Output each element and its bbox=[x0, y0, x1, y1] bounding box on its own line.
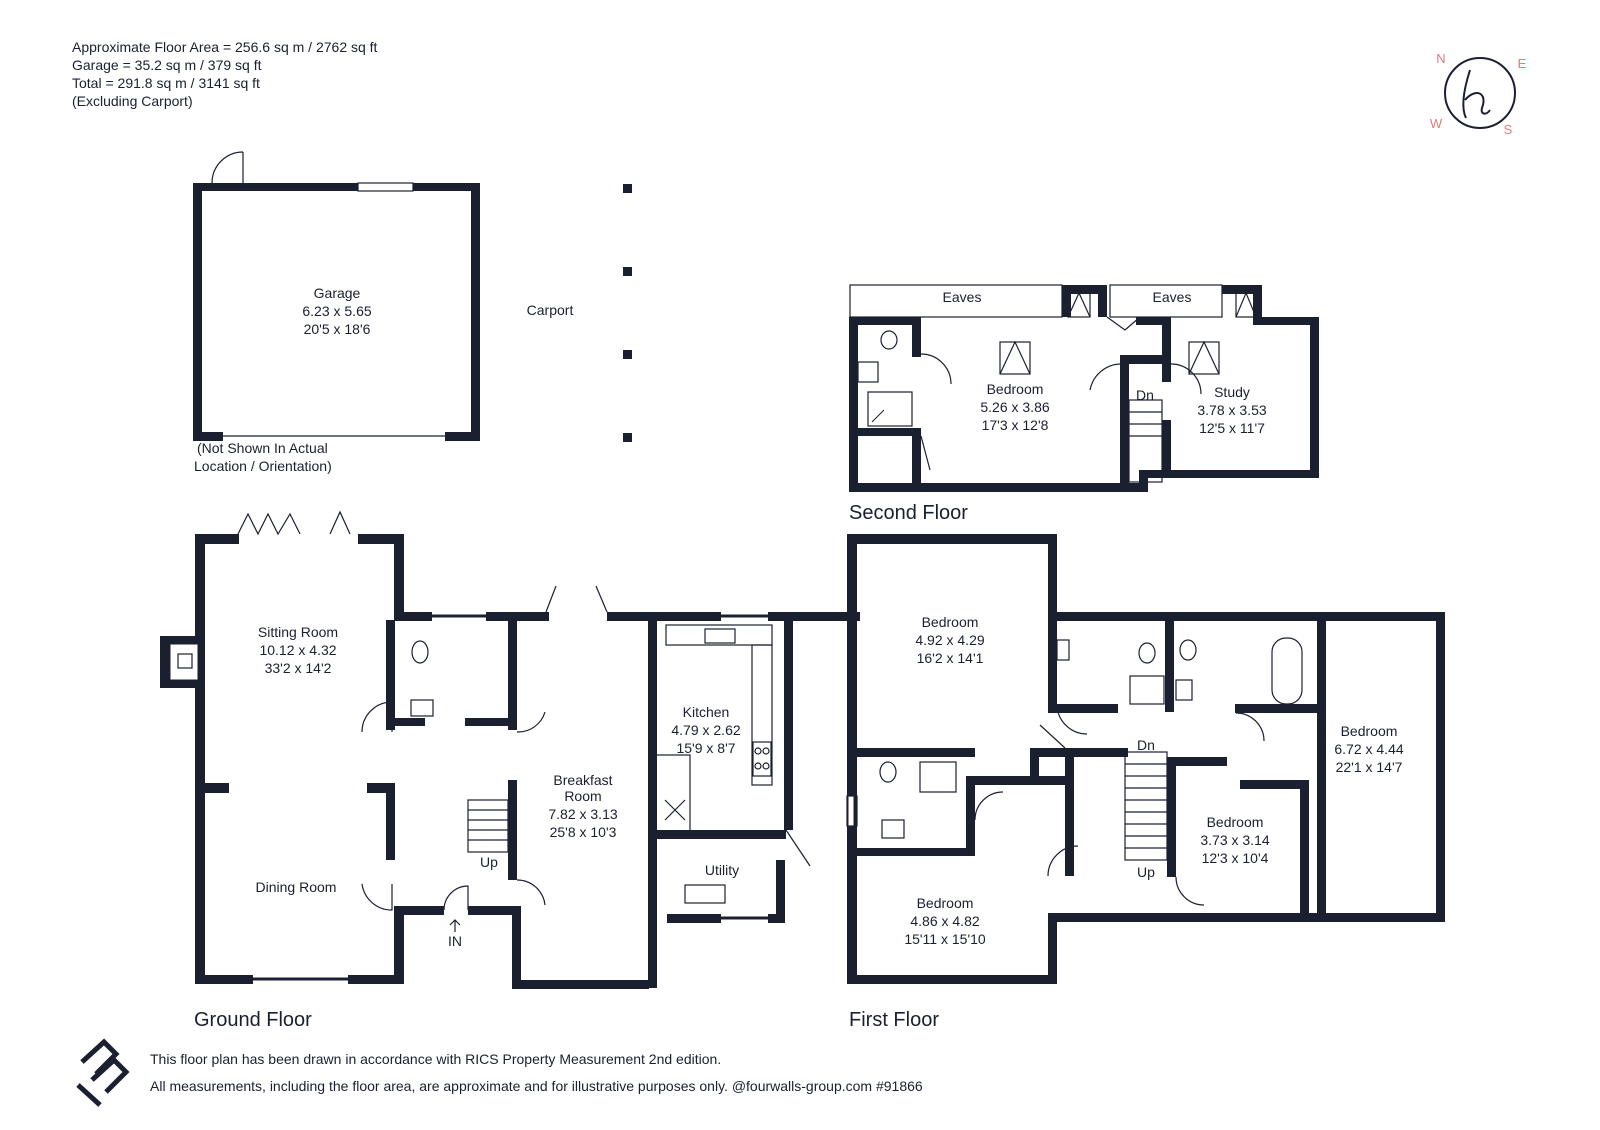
garage-door-swing bbox=[211, 151, 244, 184]
fourwalls-logo-icon bbox=[76, 1038, 130, 1107]
footer-rics-note: This floor plan has been drawn in accord… bbox=[150, 1051, 721, 1067]
garage-area-line: Garage = 35.2 sq m / 379 sq ft bbox=[72, 57, 262, 73]
first-floor-bedroom-2-imperial: 15'11 x 15'10 bbox=[904, 931, 986, 947]
garage-plan: Garage 6.23 x 5.65 20'5 x 18'6 (Not Show… bbox=[193, 151, 480, 474]
breakfast-room-metric: 7.82 x 3.13 bbox=[548, 806, 617, 822]
study-metric: 3.78 x 3.53 bbox=[1197, 402, 1266, 418]
utility-label: Utility bbox=[705, 862, 739, 878]
carport-label: Carport bbox=[527, 302, 574, 318]
garage-label: Garage bbox=[314, 285, 361, 301]
first-floor-bedroom-1-imperial: 16'2 x 14'1 bbox=[917, 650, 984, 666]
garage-metric: 6.23 x 5.65 bbox=[302, 303, 371, 319]
second-floor-bedroom-label: Bedroom bbox=[987, 381, 1044, 397]
first-floor-bedroom-4-imperial: 22'1 x 14'7 bbox=[1336, 759, 1403, 775]
skylight-icon bbox=[1067, 291, 1091, 318]
first-floor-title: First Floor bbox=[849, 1009, 939, 1031]
kitchen-label: Kitchen bbox=[683, 704, 730, 720]
garage-note-1: (Not Shown In Actual bbox=[197, 440, 328, 456]
total-area-line: Total = 291.8 sq m / 3141 sq ft bbox=[72, 75, 260, 91]
study-imperial: 12'5 x 11'7 bbox=[1199, 420, 1265, 436]
carport-post bbox=[623, 350, 632, 359]
compass-west: W bbox=[1430, 116, 1443, 131]
ground-floor-plan: Sitting Room 10.12 x 4.32 33'2 x 14'2 Di… bbox=[160, 510, 860, 989]
carport: Carport bbox=[527, 184, 632, 442]
first-floor-bedroom-2-metric: 4.86 x 4.82 bbox=[910, 913, 979, 929]
eaves-right-label: Eaves bbox=[1153, 289, 1192, 305]
ground-floor-title: Ground Floor bbox=[194, 1009, 312, 1031]
second-floor-stairs bbox=[1128, 399, 1163, 483]
ground-stairs-up-label: Up bbox=[480, 854, 498, 870]
floor-area-line: Approximate Floor Area = 256.6 sq m / 27… bbox=[72, 39, 378, 55]
entrance-arrow-icon bbox=[449, 919, 461, 932]
first-floor-bedroom-1-metric: 4.92 x 4.29 bbox=[915, 632, 984, 648]
second-floor-bedroom-metric: 5.26 x 3.86 bbox=[980, 399, 1049, 415]
ground-floor-stairs bbox=[467, 799, 509, 853]
compass-east: E bbox=[1518, 56, 1527, 71]
first-floor-bedroom-3-imperial: 12'3 x 10'4 bbox=[1202, 850, 1269, 866]
second-floor-bedroom-imperial: 17'3 x 12'8 bbox=[982, 417, 1049, 433]
entrance-label: IN bbox=[448, 933, 462, 949]
first-floor-bedroom-1-label: Bedroom bbox=[922, 614, 979, 630]
breakfast-room-label-2: Room bbox=[564, 788, 601, 804]
first-floor-stairs-up-label: Up bbox=[1137, 864, 1155, 880]
eaves-left-label: Eaves bbox=[943, 289, 982, 305]
first-floor-stairs bbox=[1124, 751, 1168, 861]
skylight-icon bbox=[999, 340, 1031, 375]
skylight-icon bbox=[1188, 340, 1220, 375]
footer-disclaimer: All measurements, including the floor ar… bbox=[150, 1078, 923, 1094]
kitchen-imperial: 15'9 x 8'7 bbox=[676, 740, 735, 756]
study-label: Study bbox=[1214, 384, 1250, 400]
compass-north: N bbox=[1436, 51, 1445, 66]
first-floor-bedroom-3-metric: 3.73 x 3.14 bbox=[1200, 832, 1269, 848]
garage-note-2: Location / Orientation) bbox=[194, 458, 332, 474]
garage-imperial: 20'5 x 18'6 bbox=[304, 321, 371, 337]
first-floor-stairs-down-label: Dn bbox=[1137, 737, 1155, 753]
carport-post bbox=[623, 267, 632, 276]
second-floor-title: Second Floor bbox=[849, 502, 968, 524]
floor-area-summary: Approximate Floor Area = 256.6 sq m / 27… bbox=[72, 39, 378, 109]
kitchen-metric: 4.79 x 2.62 bbox=[671, 722, 740, 738]
sitting-room-label: Sitting Room bbox=[258, 624, 338, 640]
breakfast-room-label-1: Breakfast bbox=[553, 772, 612, 788]
first-floor-bedroom-4-label: Bedroom bbox=[1341, 723, 1398, 739]
skylight-icon bbox=[1235, 291, 1257, 318]
breakfast-room-imperial: 25'8 x 10'3 bbox=[550, 824, 617, 840]
first-floor-plan: Bedroom 4.92 x 4.29 16'2 x 14'1 Bedroom … bbox=[846, 534, 1445, 984]
first-floor-bedroom-4-metric: 6.72 x 4.44 bbox=[1334, 741, 1403, 757]
dining-room-label: Dining Room bbox=[256, 879, 337, 895]
compass-south: S bbox=[1504, 122, 1513, 137]
compass-logo: N E S W bbox=[1430, 51, 1527, 137]
carport-post bbox=[623, 184, 632, 193]
second-floor-plan: Eaves Eaves Bedroom 5.26 x 3.86 17'3 x 1… bbox=[849, 284, 1319, 492]
first-floor-bedroom-2-label: Bedroom bbox=[917, 895, 974, 911]
brand-h-icon bbox=[1462, 69, 1491, 119]
second-floor-stairs-down-label: Dn bbox=[1136, 387, 1154, 403]
sitting-room-imperial: 33'2 x 14'2 bbox=[265, 660, 332, 676]
sitting-room-metric: 10.12 x 4.32 bbox=[259, 642, 336, 658]
first-floor-bedroom-3-label: Bedroom bbox=[1207, 814, 1264, 830]
carport-post bbox=[623, 433, 632, 442]
carport-exclusion-line: (Excluding Carport) bbox=[72, 93, 193, 109]
